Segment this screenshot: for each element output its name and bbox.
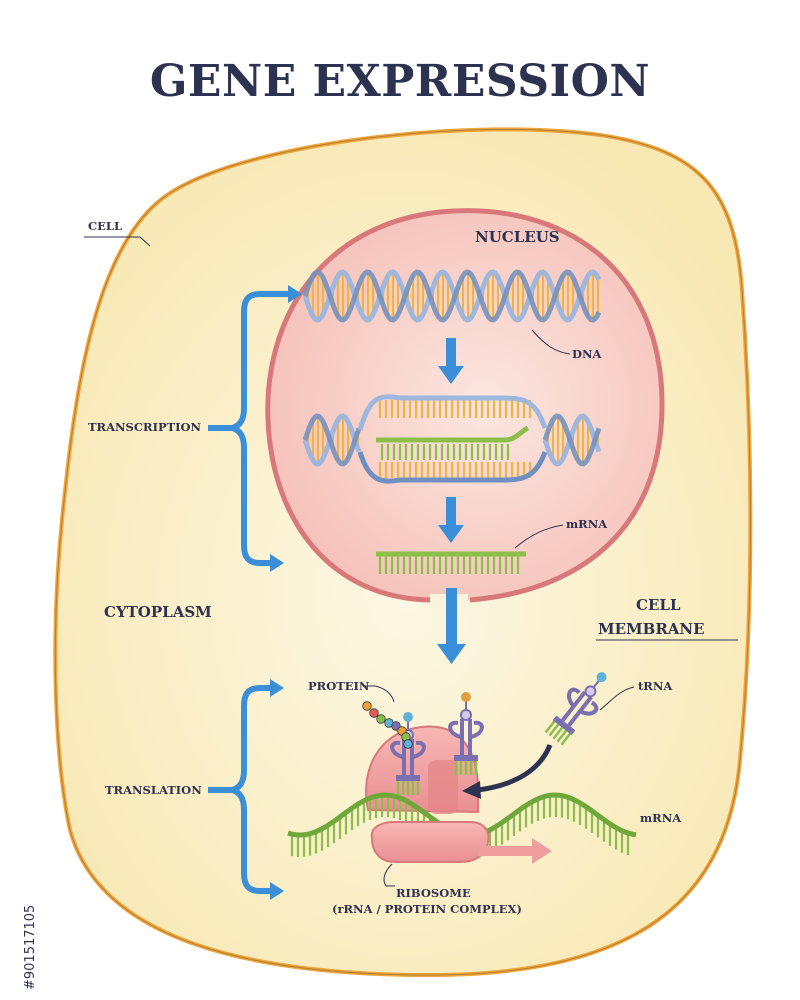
curved-arrow-icon [462, 743, 553, 799]
ribosome-small-subunit [370, 821, 490, 863]
mrna-cytoplasm-label: mRNA [640, 811, 682, 825]
transcription-bubble [302, 394, 602, 484]
ribosome-label-line2: (rRNA / PROTEIN COMPLEX) [332, 902, 522, 916]
protein-label: PROTEIN [308, 679, 370, 693]
transcription-label: TRANSCRIPTION [88, 420, 202, 434]
down-arrow-icon [438, 338, 464, 384]
mrna-nucleus-label: mRNA [566, 517, 608, 531]
page-title: GENE EXPRESSION [150, 56, 650, 107]
cytoplasm-label: CYTOPLASM [104, 603, 212, 621]
trna-bound-2 [448, 692, 484, 775]
mrna-strand-nucleus [376, 551, 526, 574]
down-arrow-icon [438, 497, 464, 543]
trna-leader-line [599, 686, 635, 711]
nucleus-label: NUCLEUS [475, 228, 560, 246]
dna-leader-line [531, 329, 571, 355]
down-arrow-icon [437, 588, 466, 664]
protein-chain [362, 701, 413, 749]
protein-leader-line [365, 685, 395, 703]
cell-label: CELL [88, 219, 122, 233]
ribosome-label-line1: RIBOSOME [396, 886, 471, 900]
trna-label: tRNA [638, 679, 673, 693]
cell-membrane-label-line2: MEMBRANE [598, 620, 705, 638]
cell-membrane-label-line1: CELL [636, 596, 681, 614]
transcription-bracket [208, 285, 302, 572]
dna-label: DNA [572, 347, 602, 361]
ribosome-leader-line [383, 863, 395, 887]
direction-arrow-icon [478, 838, 552, 864]
stock-id-watermark: #901517105 [23, 905, 38, 990]
mrna-nucleus-leader-line [514, 524, 564, 549]
translation-label: TRANSLATION [105, 783, 202, 797]
dna-double-helix [302, 269, 602, 323]
trna-incoming [544, 672, 607, 746]
translation-bracket [208, 679, 284, 900]
cell-leader-line [84, 236, 151, 247]
